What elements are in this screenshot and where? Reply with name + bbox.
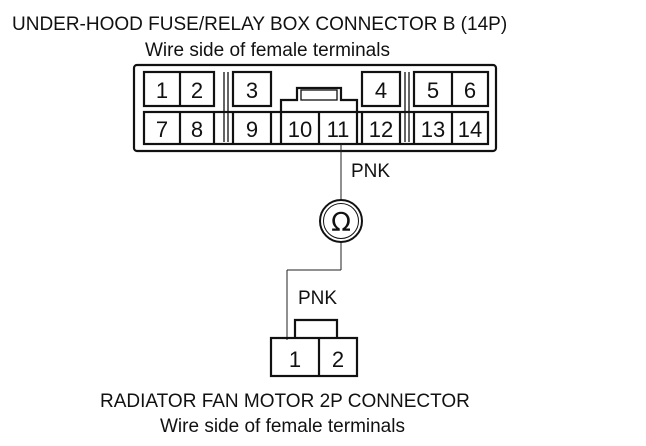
wire-color-label-upper: PNK [351, 161, 390, 182]
fan-pin-2: 2 [332, 347, 344, 372]
ohm-symbol: Ω [331, 208, 351, 238]
wire-color-label-lower: PNK [298, 288, 337, 309]
pin-4: 4 [375, 78, 387, 103]
fan-motor-2p-connector: 1 2 [269, 318, 359, 378]
pin-3: 3 [246, 78, 258, 103]
pin-12: 12 [369, 117, 393, 142]
connector-b-title: UNDER-HOOD FUSE/RELAY BOX CONNECTOR B (1… [12, 14, 507, 35]
pin-5: 5 [427, 78, 439, 103]
fan-pin-1: 1 [289, 347, 301, 372]
pin-7: 7 [156, 117, 168, 142]
pin-9: 9 [246, 117, 258, 142]
pin-13: 13 [421, 117, 445, 142]
fan-connector-subtitle: Wire side of female terminals [160, 416, 405, 437]
fan-connector-title: RADIATOR FAN MOTOR 2P CONNECTOR [100, 391, 470, 412]
ohmmeter-icon: Ω [319, 199, 363, 243]
connector-b-14p: 1 2 3 4 5 6 7 8 9 10 11 12 13 14 [132, 63, 498, 153]
pin-14: 14 [458, 117, 482, 142]
pin-6: 6 [464, 78, 476, 103]
test-circuit-wire [286, 144, 342, 340]
connector-b-subtitle: Wire side of female terminals [145, 40, 390, 61]
pin-11: 11 [327, 117, 350, 142]
pin-1: 1 [156, 78, 168, 103]
pin-10: 10 [288, 117, 312, 142]
pin-2: 2 [191, 78, 203, 103]
pin-8: 8 [191, 117, 203, 142]
